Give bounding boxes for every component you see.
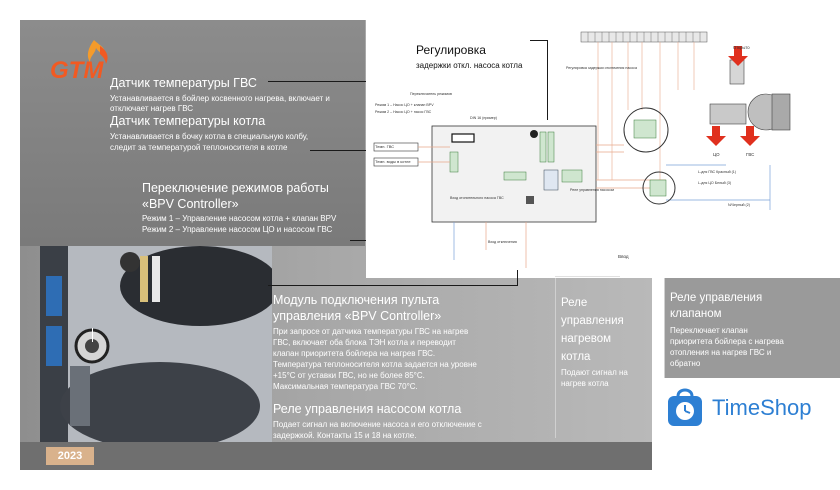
valve-relay-desc-2: приоритета бойлера с нагрева [670,337,784,346]
slide-dark-panel [20,20,365,246]
mode-2: Режим 2 – Управление насосом ЦО и насосо… [142,225,333,234]
heating-relay-title-3: нагревом [561,333,612,345]
module-desc-0: При запросе от датчика температуры ГВС н… [273,327,469,336]
module-desc-3: Температура теплоносителя котла задается… [273,360,477,369]
heating-relay-desc-1: Подают сигнал на [561,368,628,377]
label-modes-2: Режим 2 – Насос ЦО + насос ГВС [375,110,432,114]
scheme-svg [373,31,791,268]
label-boiler-water: Темп. воды в котле [375,159,411,164]
label-ch-l1: L-для ГВС Красный (1) [698,170,737,174]
label-input: Вход отопительного насоса ГВС [450,196,504,200]
heating-relay-title-4: котла [561,351,591,363]
heating-relay-desc-2: нагрев котла [561,379,609,388]
footer-bar [20,442,652,470]
valve-relay-desc-4: обратно [670,359,701,368]
module-desc-4: +15°С от уставки ГВС, но не более 85°С. [273,371,425,380]
scheme-title-1: Регулировка [416,43,486,57]
heating-relay-title-1: Реле [561,297,588,309]
connector-boiler [310,150,370,151]
pump-relay-title: Реле управления насосом котла [273,402,462,416]
photo-connector [92,328,93,342]
boiler-sensor-title: Датчик температуры котла [110,114,266,128]
label-relay: Реле управления насосом [570,188,614,192]
module-desc-1: ГВС, включает оба блока ТЭН котла и пере… [273,338,456,347]
module-desc-2: клапан приоритета бойлера на нагрев ГВС. [273,349,436,358]
valve-relay-desc-3: отопления на нагрев ГВС и [670,348,772,357]
module-desc-5: Максимальная температура ГВС 70°С. [273,382,418,391]
dhw-sensor-desc-2: отключает нагрев ГВС [110,104,194,113]
label-mode: Переключатель режимов [410,92,452,96]
label-open: Открыто [733,45,750,50]
year-badge: 2023 [46,447,94,465]
title-connector-v [547,40,548,120]
label-gvs-tank: Темп. ГВС [375,144,395,149]
mode-title-2: «BPV Controller» [142,197,239,211]
boiler-photo [40,246,272,442]
gtm-logo: GTM [50,40,108,82]
label-gvs: ГВС [746,152,755,157]
mode-1: Режим 1 – Управление насосом котла + кла… [142,214,337,223]
pump-relay-desc-1: Подает сигнал на включение насоса и его … [273,420,482,429]
label-vvod: Ввод [618,254,629,259]
connector-dhw-h [268,81,394,82]
controller-board [431,125,597,223]
label-din: DIN 16 (пример) [470,116,497,120]
label-modes: Режим 1 – Насос ЦО + клапан BPV [375,103,434,107]
label-n: N/Черный (2) [728,203,750,207]
label-ch-l2: L-для ЦО Белый (3) [698,181,732,185]
heating-relay-divider [555,278,556,438]
dhw-sensor-desc-1: Устанавливается в бойлер косвенного нагр… [110,94,330,103]
boiler-sensor-desc-2: следит за температурой теплоносителя в к… [110,143,288,152]
module-connector-h [268,285,518,286]
terminal-strip [580,31,708,180]
valve-relay-desc-1: Переключает клапан [670,326,748,335]
title-connector-h [530,40,548,41]
heating-relay-top [555,276,620,277]
module-title-1: Модуль подключения пульта [273,293,440,307]
scheme-title-2: задержки откл. насоса котла [416,61,523,70]
module-title-2: управления «BPV Controller» [273,309,442,323]
heating-relay-title-2: управления [561,315,624,327]
dhw-sensor-title: Датчик температуры ГВС [110,76,257,90]
timeshop-icon [668,388,702,426]
pump-relay-desc-2: задержкой. Контакты 15 и 18 на котле. [273,431,417,440]
label-input2: Вход отключения [488,240,517,244]
mode-title-1: Переключение режимов работы [142,181,329,195]
label-cw: ЦО [713,152,720,157]
valve-relay-title-2: клапаном [670,308,722,320]
boiler-sensor-desc-1: Устанавливается в бочку котла в специаль… [110,132,309,141]
valve-drawing [706,46,791,210]
label-heat-relay: Регулировка задержки отключения насоса [566,66,637,70]
timeshop-label: TimeShop [712,395,812,420]
logo-text: GTM [50,57,104,82]
valve-relay-divider [664,278,665,378]
valve-relay-title-1: Реле управления [670,292,763,304]
module-connector-v [517,270,518,286]
